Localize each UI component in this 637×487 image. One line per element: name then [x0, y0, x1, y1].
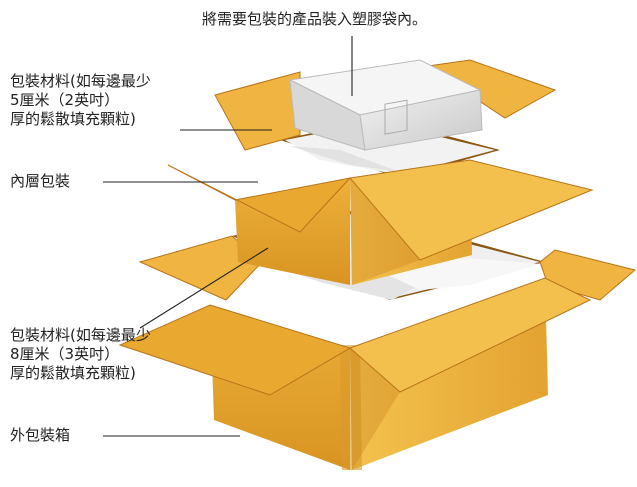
label-inner-box: 內層包裝 [10, 172, 71, 190]
product-bag [288, 59, 483, 151]
leader-lines [103, 36, 353, 437]
inner-box [167, 59, 594, 285]
label-outer-fill: 包裝材料(如每邊最少 8厘米（3英吋） 厚的鬆散填充顆粒) [10, 326, 151, 382]
label-bag-note: 將需要包裝的產品裝入塑膠袋內。 [202, 10, 428, 28]
label-inner-fill: 包裝材料(如每邊最少 5厘米（2英吋） 厚的鬆散填充顆粒) [10, 72, 151, 128]
label-outer-box: 外包裝箱 [10, 426, 71, 444]
leader-outer-fill [139, 247, 269, 329]
